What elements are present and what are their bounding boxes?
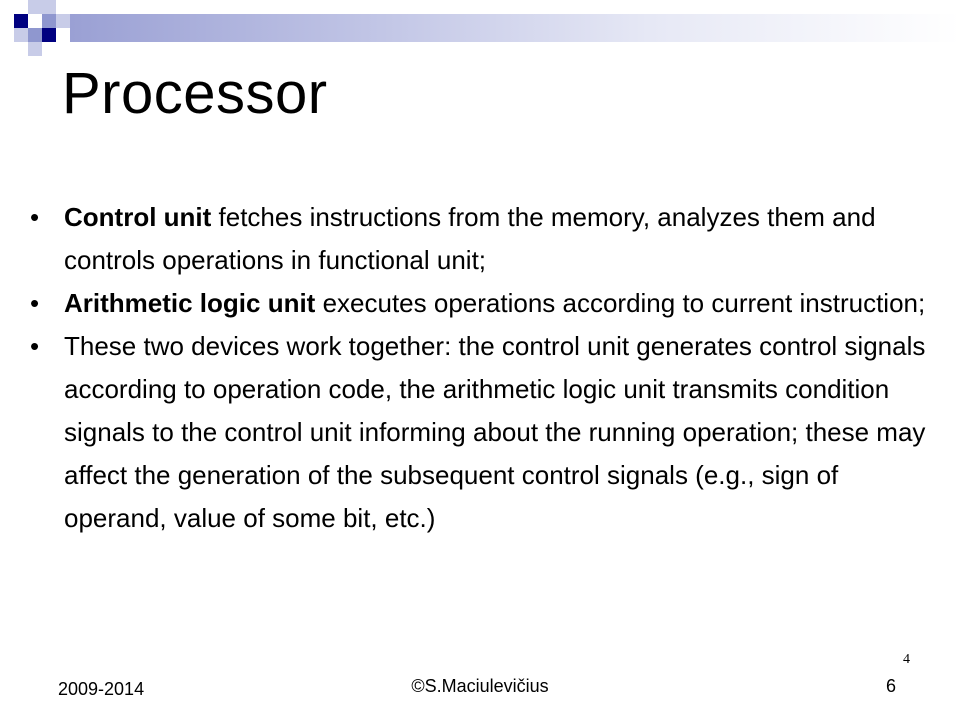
bullet-icon: • xyxy=(30,288,40,318)
bullet-text: fetches instructions from the memory, an… xyxy=(64,202,876,275)
bullet-list: • Control unit fetches instructions from … xyxy=(30,196,930,540)
bullet-item: • Control unit fetches instructions from … xyxy=(30,196,930,282)
bullet-item: • Arithmetic logic unit executes operatio… xyxy=(30,282,930,325)
slide-title: Processor xyxy=(62,61,328,126)
header-gradient-bar xyxy=(70,14,960,42)
footer-page-number: 6 xyxy=(886,676,897,696)
bullet-icon: • xyxy=(30,202,40,232)
decor-square-light xyxy=(28,42,42,56)
decor-square-light xyxy=(14,28,28,42)
footer-date: 2009-2014 xyxy=(58,679,145,699)
decor-square-navy xyxy=(42,28,56,42)
bullet-item: • These two devices work together: the co… xyxy=(30,325,930,540)
decor-square-light xyxy=(28,0,42,14)
bullet-text: These two devices work together: the con… xyxy=(64,331,926,533)
decor-square-mid xyxy=(28,28,42,42)
decor-square-light xyxy=(42,0,56,14)
footer-author: ©S.Maciulevičius xyxy=(411,676,549,696)
decor-square-mid xyxy=(42,14,56,28)
decor-square-navy xyxy=(14,14,28,28)
slide-number-small: 4 xyxy=(903,652,910,667)
bullet-icon: • xyxy=(30,331,40,361)
bullet-text: executes operations according to current… xyxy=(315,288,926,318)
bullet-lead: Control unit xyxy=(64,202,212,232)
bullet-lead: Arithmetic logic unit xyxy=(64,288,316,318)
decor-square-light xyxy=(56,14,70,28)
